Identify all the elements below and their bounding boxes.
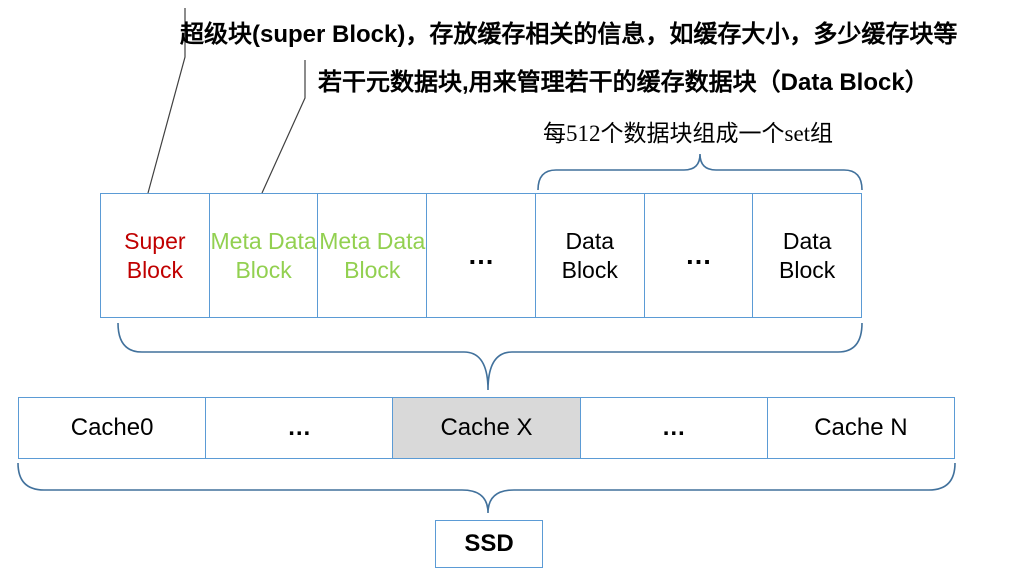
- meta-data-block-label: Meta Data Block: [210, 227, 317, 283]
- ellipsis-label: …: [467, 239, 495, 270]
- data-block-label: Data Block: [561, 227, 618, 283]
- set-group-brace: [537, 153, 863, 191]
- super-block-label: Super Block: [124, 227, 186, 283]
- annotation-meta-block: 若干元数据块,用来管理若干的缓存数据块（Data Block）: [318, 69, 929, 96]
- cache-x-cell: Cache X: [392, 397, 581, 459]
- ssd-box: SSD: [435, 520, 543, 568]
- annotation-set-group: 每512个数据块组成一个set组: [543, 121, 834, 146]
- cache0-label: Cache0: [70, 414, 154, 441]
- cache0-cell: Cache0: [18, 397, 207, 459]
- cache-x-label: Cache X: [440, 414, 533, 441]
- meta-data-block-cell-1: Meta Data Block: [208, 193, 319, 318]
- data-block-cell-1: Data Block: [534, 193, 645, 318]
- block-row: Super Block Meta Data Block Meta Data Bl…: [100, 193, 863, 318]
- ssd-label: SSD: [464, 530, 514, 557]
- meta-block-leader-line: [261, 60, 306, 194]
- ellipsis-label: …: [661, 414, 686, 441]
- block-ellipsis-cell-1: …: [426, 193, 536, 318]
- meta-data-block-label: Meta Data Block: [319, 227, 426, 283]
- ellipsis-label: …: [684, 239, 712, 270]
- super-block-cell: Super Block: [100, 193, 210, 318]
- cache-n-cell: Cache N: [766, 397, 956, 459]
- cache-ellipsis-cell-1: …: [205, 397, 394, 459]
- data-block-label: Data Block: [779, 227, 836, 283]
- ellipsis-label: …: [287, 414, 312, 441]
- block-ellipsis-cell-2: …: [643, 193, 754, 318]
- cache-ellipsis-cell-2: …: [579, 397, 768, 459]
- annotation-super-block: 超级块(super Block)，存放缓存相关的信息，如缓存大小，多少缓存块等: [180, 21, 958, 48]
- meta-data-block-cell-2: Meta Data Block: [317, 193, 428, 318]
- blocks-to-cache-brace: [117, 322, 863, 391]
- cache-n-label: Cache N: [814, 414, 908, 441]
- cache-row: Cache0 … Cache X … Cache N: [18, 397, 956, 459]
- caches-to-ssd-brace: [17, 462, 956, 514]
- data-block-cell-2: Data Block: [752, 193, 863, 318]
